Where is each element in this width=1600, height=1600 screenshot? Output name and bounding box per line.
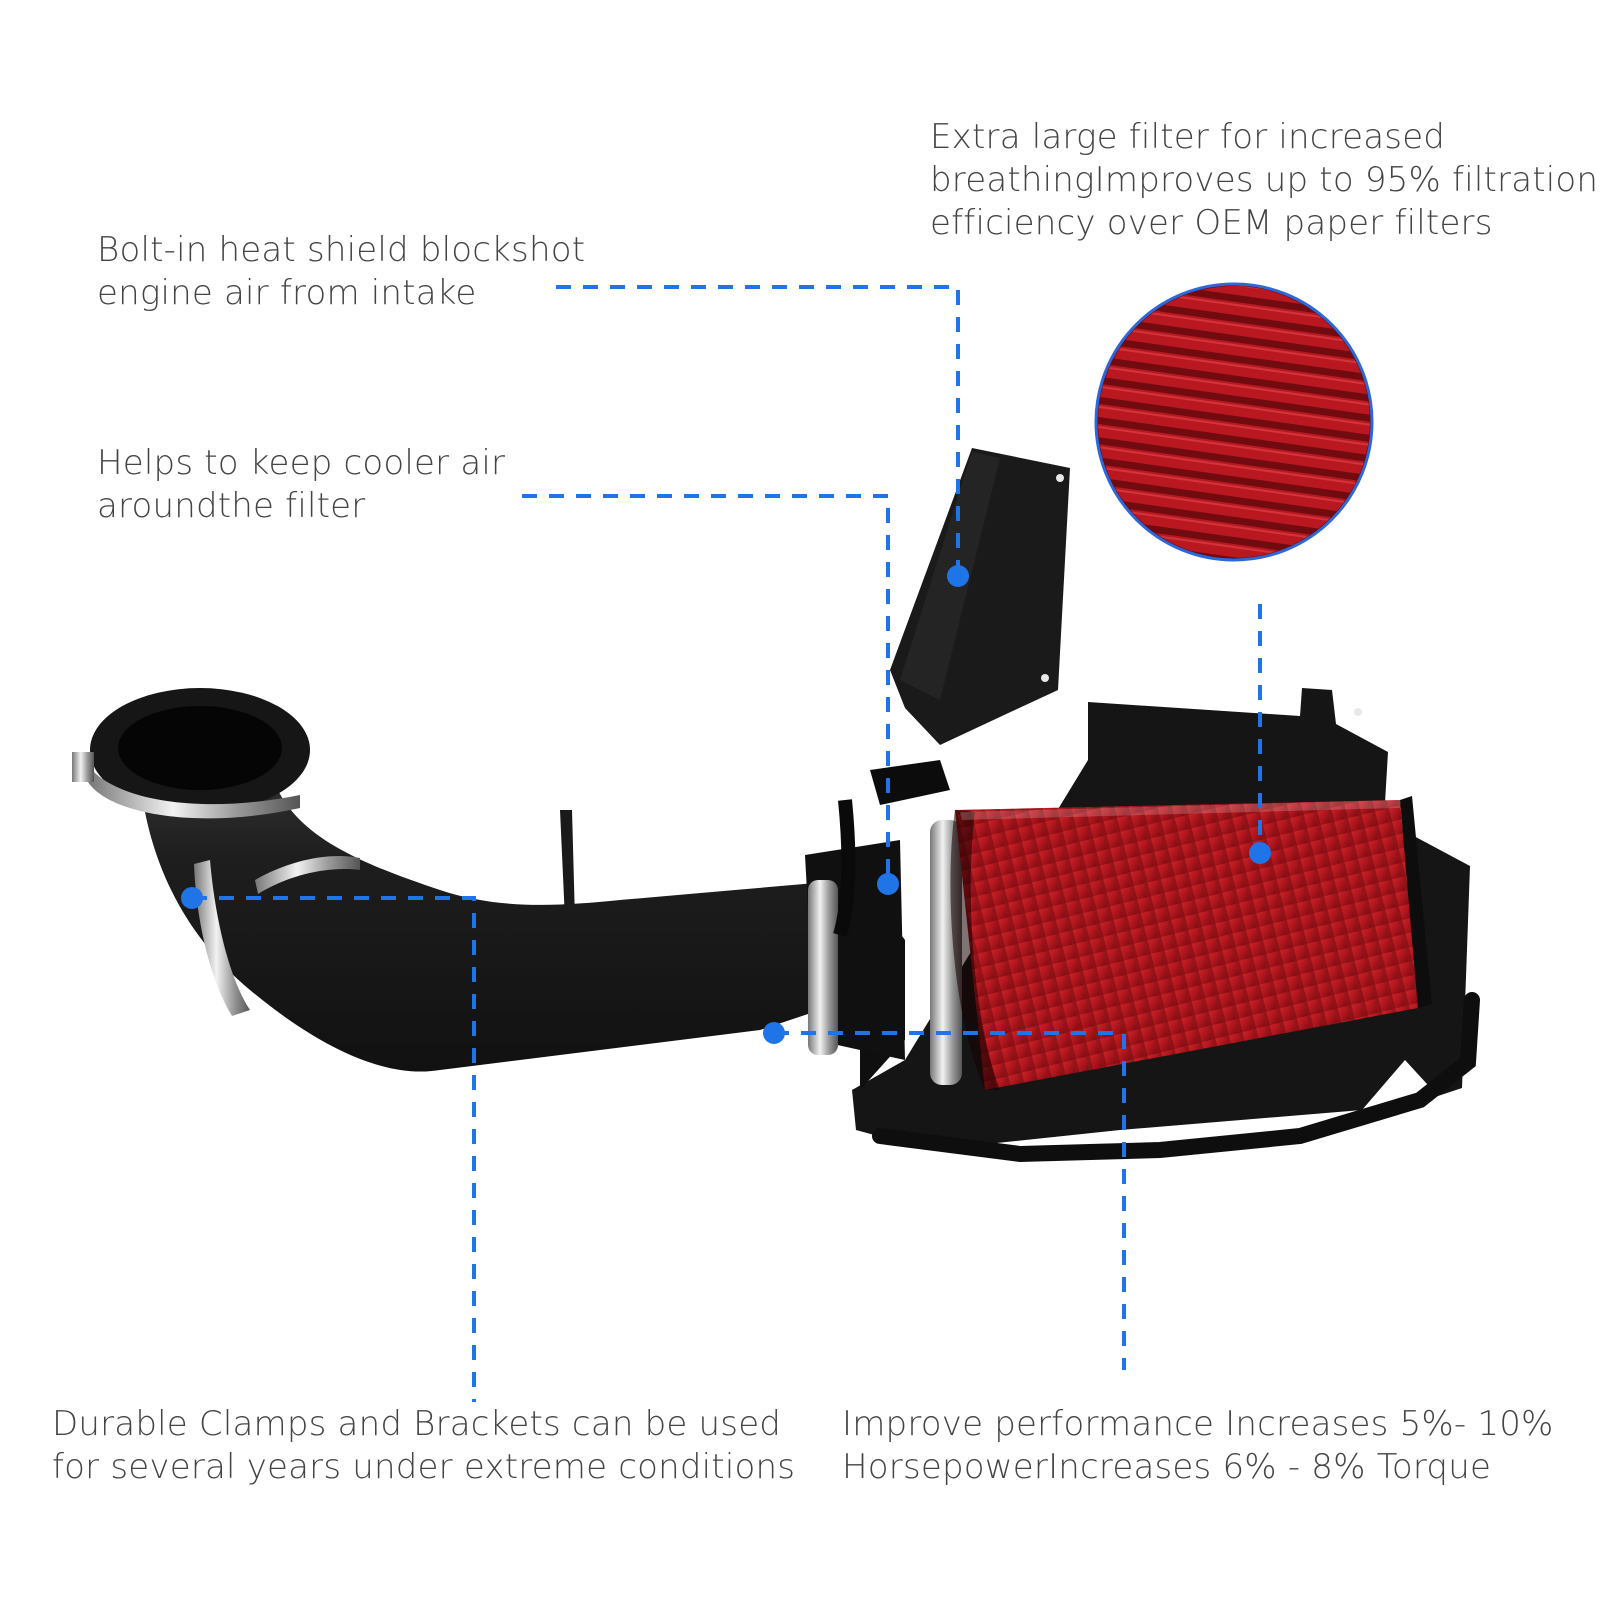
filter-coupler [805,760,962,1085]
filter-detail-zoom [1094,282,1374,562]
callout-heat-shield: Bolt-in heat shield blockshot engine air… [97,229,585,315]
callout-line: Improve performance Increases 5%- 10% [842,1404,1554,1444]
callout-filter-size: Extra large filter for increased breathi… [930,116,1598,245]
intake-tube [72,688,850,1072]
leader-cooler-air [522,494,890,884]
marker-dot-performance [763,1022,785,1044]
callout-line: Durable Clamps and Brackets can be used [52,1404,782,1444]
breather-fitting [870,760,950,805]
leader-dots [181,565,1271,1044]
leader-lines [192,285,1262,1402]
callout-line: for several years under extreme conditio… [52,1447,796,1487]
callout-line: engine air from intake [97,273,477,313]
leader-performance [774,1031,1126,1370]
callout-line: aroundthe filter [97,486,366,526]
callout-line: efficiency over OEM paper filters [930,203,1493,243]
callout-line: Helps to keep cooler air [97,443,506,483]
bolt-hole-icon [1056,474,1064,482]
marker-dot-heat-shield [947,565,969,587]
bolt-hole-icon [1041,674,1049,682]
leader-clamps [192,896,476,1402]
callout-performance: Improve performance Increases 5%- 10% Ho… [842,1403,1554,1489]
marker-dot-filter [1249,842,1271,864]
callout-line: HorsepowerIncreases 6% - 8% Torque [842,1447,1492,1487]
callout-line: Extra large filter for increased [930,117,1446,157]
hose-clamp [194,860,250,1016]
callout-cooler-air: Helps to keep cooler air aroundthe filte… [97,442,505,528]
cone-air-filter [950,796,1432,1090]
marker-dot-clamps [181,887,203,909]
filter-end-cap [1400,796,1432,1008]
edge-trim-seal [872,992,1480,1163]
bolt-hole-icon [1354,708,1362,716]
hose-clamp [808,880,838,1055]
marker-dot-cooler-air [877,873,899,895]
callout-clamps: Durable Clamps and Brackets can be used … [52,1403,795,1489]
hose-clamp [88,770,300,819]
leader-heat-shield [556,285,960,576]
sensor-bracket [560,810,575,920]
callout-line: Bolt-in heat shield blockshot [97,230,586,270]
callout-line: breathingImproves up to 95% filtration [930,160,1599,200]
